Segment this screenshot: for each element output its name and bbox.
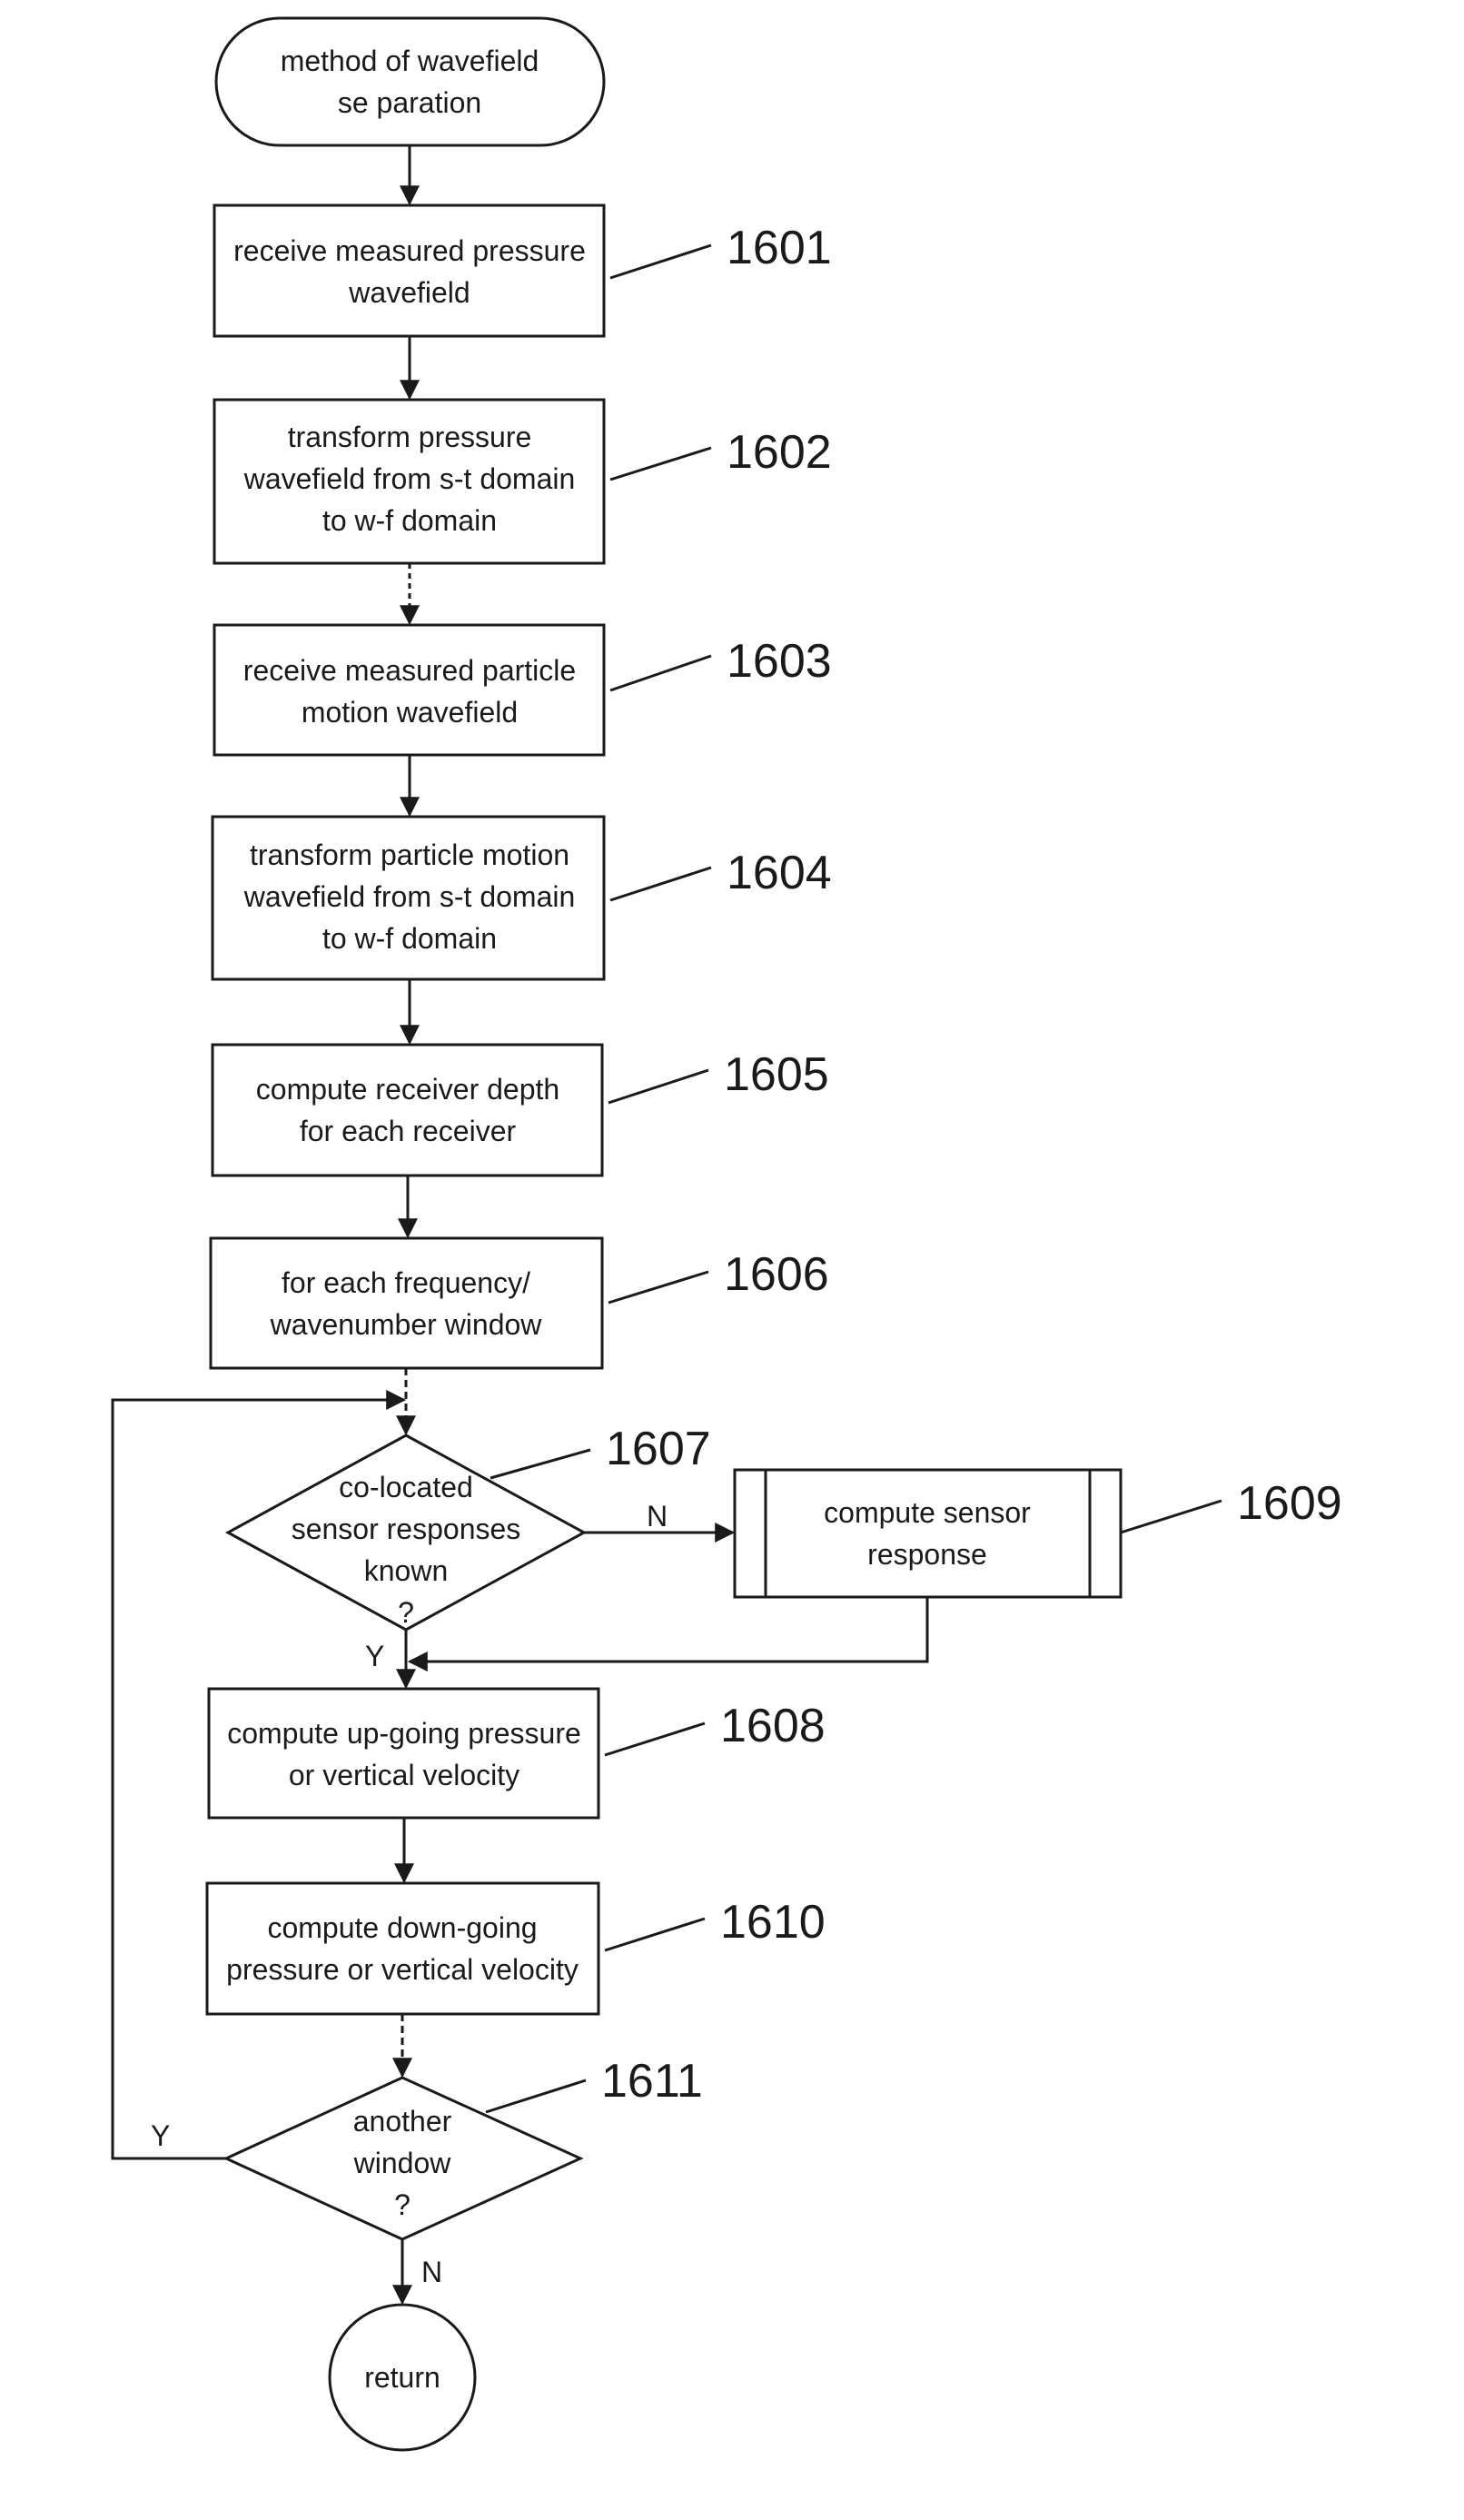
step-1606: for each frequency/ wavenumber window 16… xyxy=(211,1238,829,1368)
start-line-1: method of wavefield xyxy=(281,45,539,77)
decision-1611: another window ? 1611 xyxy=(226,2055,703,2239)
subprocess-1609-box xyxy=(735,1470,1121,1597)
step-1610-line-1: compute down-going xyxy=(267,1911,537,1944)
decision-1607-line-2: sensor responses xyxy=(292,1513,521,1545)
ref-1604: 1604 xyxy=(727,847,832,899)
step-1601-box xyxy=(214,205,604,336)
step-1603-box xyxy=(214,625,604,755)
step-1605-box xyxy=(213,1045,602,1176)
ref-1609: 1609 xyxy=(1237,1477,1342,1530)
end-terminator: return xyxy=(330,2305,475,2450)
ref-1610-leader xyxy=(605,1919,705,1950)
ref-1611: 1611 xyxy=(601,2055,703,2108)
decision-1607: co-located sensor responses known ? 1607 xyxy=(228,1423,711,1630)
decision-1611-line-3: ? xyxy=(394,2188,411,2221)
arrow-1609-return xyxy=(410,1597,927,1662)
step-1603-line-1: receive measured particle xyxy=(243,654,576,687)
ref-1601: 1601 xyxy=(727,222,832,274)
decision-1607-line-1: co-located xyxy=(339,1471,473,1503)
ref-1608: 1608 xyxy=(720,1700,826,1752)
start-shape xyxy=(216,18,604,145)
ref-1607-leader xyxy=(490,1450,590,1478)
step-1608-box xyxy=(209,1689,598,1818)
step-1602-line-2: wavefield from s-t domain xyxy=(243,462,576,495)
ref-1602: 1602 xyxy=(727,426,832,479)
decision-1611-line-2: window xyxy=(353,2147,452,2179)
ref-1608-leader xyxy=(605,1723,705,1755)
decision-1611-line-1: another xyxy=(353,2105,452,2138)
step-1610-box xyxy=(207,1883,598,2014)
subprocess-1609-line-1: compute sensor xyxy=(824,1496,1031,1529)
step-1606-box xyxy=(211,1238,602,1368)
start-terminator: method of wavefield se paration xyxy=(216,18,604,145)
ref-1603: 1603 xyxy=(727,635,832,688)
step-1605: compute receiver depth for each receiver… xyxy=(213,1045,829,1176)
step-1610: compute down-going pressure or vertical … xyxy=(207,1883,826,2014)
step-1605-line-2: for each receiver xyxy=(300,1115,517,1147)
step-1604-line-3: to w-f domain xyxy=(322,922,497,955)
step-1603: receive measured particle motion wavefie… xyxy=(214,625,832,755)
step-1610-line-2: pressure or vertical velocity xyxy=(226,1953,579,1986)
start-line-2: se paration xyxy=(338,86,481,119)
decision-1607-line-3: known xyxy=(364,1554,449,1587)
ref-1606-leader xyxy=(608,1272,708,1303)
ref-1610: 1610 xyxy=(720,1896,826,1949)
ref-1606: 1606 xyxy=(724,1248,829,1301)
decision-1607-yes-label: Y xyxy=(365,1640,384,1672)
ref-1611-leader xyxy=(486,2080,586,2112)
subprocess-1609: compute sensor response 1609 xyxy=(735,1470,1342,1597)
step-1608-line-2: or vertical velocity xyxy=(289,1759,519,1791)
ref-1609-leader xyxy=(1121,1501,1222,1533)
step-1602-line-3: to w-f domain xyxy=(322,504,497,537)
decision-1607-no-label: N xyxy=(647,1500,668,1533)
ref-1603-leader xyxy=(610,656,711,690)
step-1608-line-1: compute up-going pressure xyxy=(227,1717,581,1750)
step-1602-line-1: transform pressure xyxy=(288,421,532,453)
step-1606-line-2: wavenumber window xyxy=(270,1308,543,1341)
step-1608: compute up-going pressure or vertical ve… xyxy=(209,1689,826,1818)
decision-1607-line-4: ? xyxy=(398,1596,414,1629)
ref-1605-leader xyxy=(608,1070,708,1103)
step-1604-line-1: transform particle motion xyxy=(250,838,569,871)
step-1606-line-1: for each frequency/ xyxy=(282,1266,530,1299)
step-1601: receive measured pressure wavefield 1601 xyxy=(214,205,832,336)
decision-1611-yes-label: Y xyxy=(151,2119,170,2152)
step-1604: transform particle motion wavefield from… xyxy=(213,817,832,979)
step-1605-line-1: compute receiver depth xyxy=(256,1073,559,1106)
decision-1611-no-label: N xyxy=(421,2256,442,2288)
end-label: return xyxy=(364,2361,440,2394)
step-1604-line-2: wavefield from s-t domain xyxy=(243,880,576,913)
ref-1601-leader xyxy=(610,245,711,278)
step-1603-line-2: motion wavefield xyxy=(302,696,518,729)
ref-1604-leader xyxy=(610,868,711,900)
step-1602: transform pressure wavefield from s-t do… xyxy=(214,400,832,563)
step-1601-line-1: receive measured pressure xyxy=(233,234,586,267)
ref-1602-leader xyxy=(610,448,711,480)
subprocess-1609-line-2: response xyxy=(867,1538,987,1571)
ref-1605: 1605 xyxy=(724,1048,829,1101)
step-1601-line-2: wavefield xyxy=(348,276,470,309)
ref-1607: 1607 xyxy=(606,1423,711,1475)
